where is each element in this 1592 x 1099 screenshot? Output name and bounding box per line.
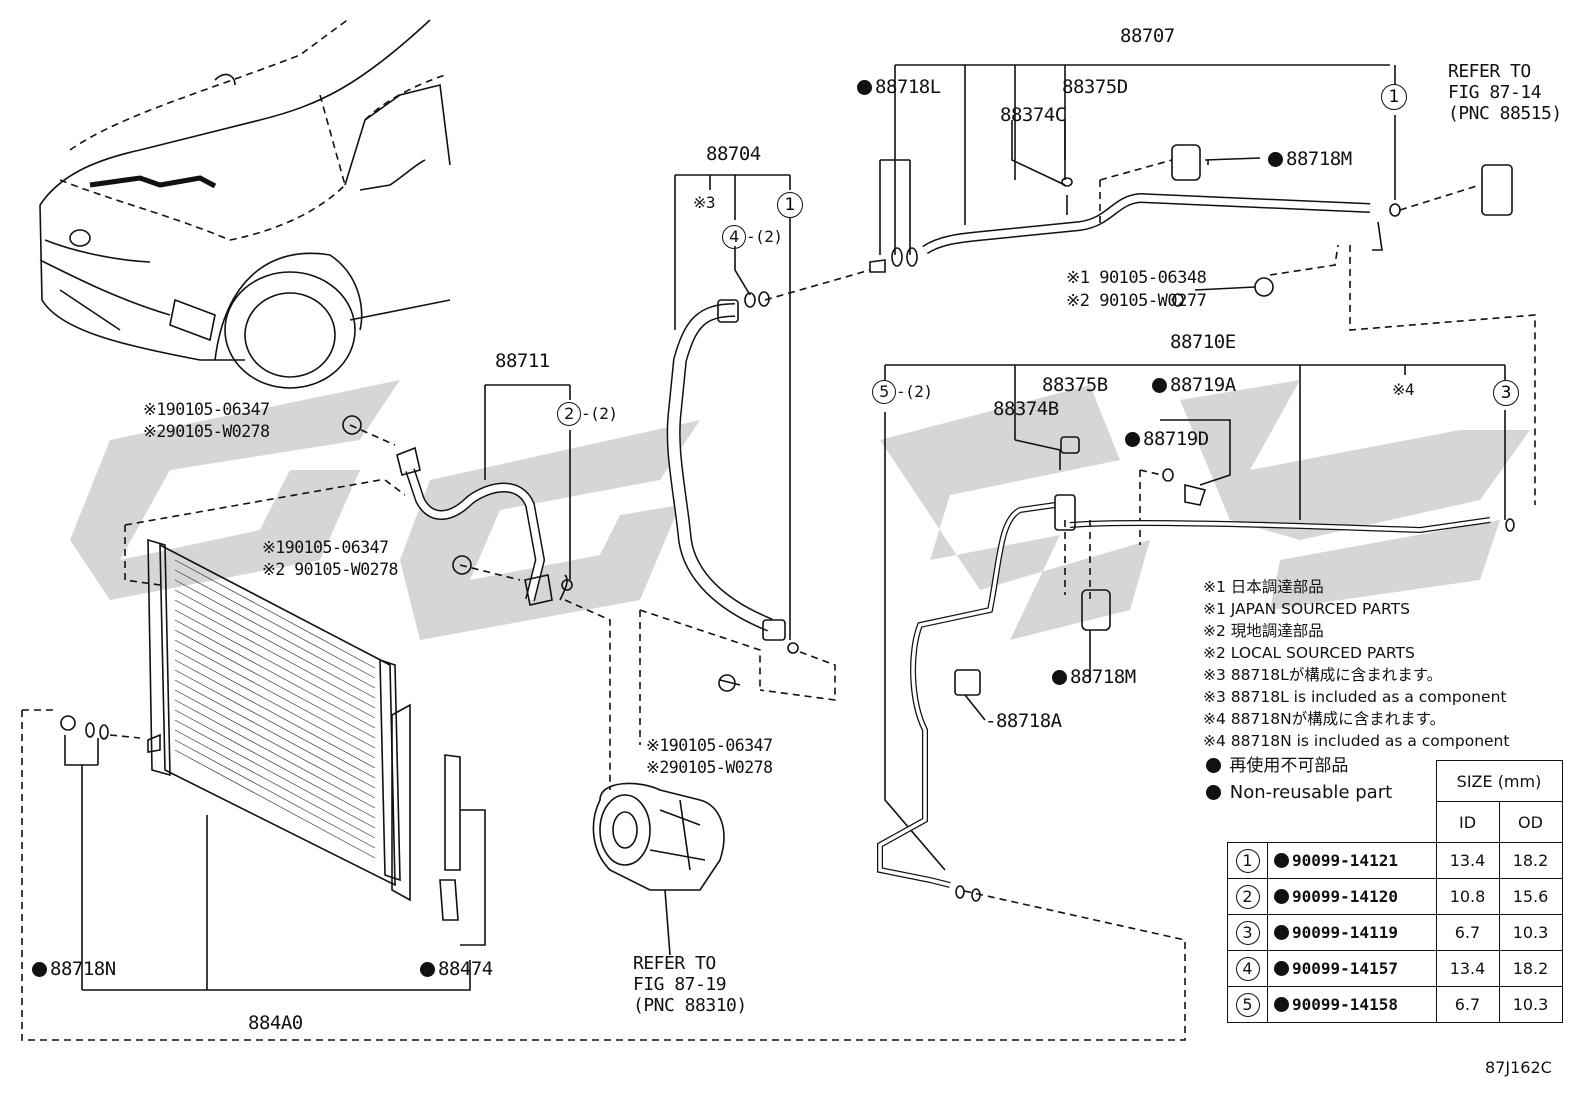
non-reusable-dot-icon [1274,853,1289,868]
bolt-90105-06347-b[interactable]: ※190105-06347 [262,538,389,557]
table-row[interactable]: 4 90099-14157 13.4 18.2 [1227,950,1563,987]
part-88719D-label[interactable]: 88719D [1125,430,1209,449]
table-row[interactable]: 2 90099-14120 10.8 15.6 [1227,878,1563,915]
bolt-90105-06347-c[interactable]: ※190105-06347 [646,736,773,755]
ref-fig-87-14-line1: REFER TO [1448,61,1531,82]
legend-en: Non-reusable part [1206,784,1392,802]
note-line: ※1 JAPAN SOURCED PARTS [1203,600,1410,618]
non-reusable-dot-icon [1274,889,1289,904]
non-reusable-dot-icon [1206,758,1221,773]
diagram-id: 87J162C [1485,1058,1552,1077]
bracket-88711 [484,384,571,580]
part-88718M-mid-label[interactable]: 88718M [1052,668,1136,687]
note-line: ※3 88718L is included as a component [1203,688,1507,706]
note-mark-4: ※4 [1392,380,1415,399]
part-88718N-label[interactable]: 88718N [32,960,116,979]
table-row[interactable]: 1 90099-14121 13.4 18.2 [1227,842,1563,879]
table-row[interactable]: 5 90099-14158 6.7 10.3 [1227,986,1563,1023]
non-reusable-dot-icon [1206,785,1221,800]
non-reusable-dot-icon [1052,670,1067,685]
part-88718M-top-label[interactable]: 88718M [1268,150,1352,169]
seal-ref-2-icon: 2 [557,402,581,426]
part-88374B-label[interactable]: 88374B [993,398,1059,420]
seal-ref-5-qty: 5-(2) [872,380,933,404]
bracket-88707 [894,64,1396,225]
bracket-88710E [884,364,1506,520]
note-line: ※4 88718Nが構成に含まれます。 [1203,710,1446,728]
compressor-sketch [592,782,725,956]
seal-ref-5-icon: 5 [1235,992,1260,1017]
legend-jp: 再使用不可部品 [1206,758,1348,775]
watermark-logo [70,380,1530,640]
part-88375B-label[interactable]: 88375B [1042,374,1108,396]
seal-ref-4-icon: 4 [1235,956,1260,981]
non-reusable-dot-icon [32,962,47,977]
bolt-90105-W0277[interactable]: ※2 90105-W0277 [1066,291,1207,311]
seal-ref-5-icon: 5 [872,380,896,404]
non-reusable-dot-icon [1274,997,1289,1012]
part-88711-label[interactable]: 88711 [495,350,550,372]
part-88474-label[interactable]: 88474 [420,960,493,979]
ref-fig-87-19-line2: FIG 87-19 [633,974,727,995]
vehicle-sketch [39,17,451,389]
seal-ref-2-qty: 2-(2) [557,402,618,426]
id-header: ID [1435,801,1500,843]
ref-fig-87-14-line3: (PNC 88515) [1448,103,1562,124]
bracket-88704 [674,174,791,640]
non-reusable-dot-icon [857,80,872,95]
bolt-90105-W0278-c[interactable]: ※290105-W0278 [646,758,773,777]
note-line: ※2 現地調達部品 [1203,622,1324,640]
ref-fig-87-14-line2: FIG 87-14 [1448,82,1542,103]
part-88707-label[interactable]: 88707 [1120,25,1175,47]
non-reusable-dot-icon [1125,432,1140,447]
size-header: SIZE (mm) [1435,760,1563,802]
od-header: OD [1498,801,1563,843]
non-reusable-dot-icon [420,962,435,977]
seal-ref-1-icon: 1 [1381,84,1407,110]
note-line: ※3 88718Lが構成に含まれます。 [1203,666,1443,684]
seal-ref-4-icon: 4 [722,225,746,249]
part-884A0-label[interactable]: 884A0 [248,1012,303,1034]
part-88718L-label[interactable]: 88718L [857,78,941,97]
seal-ref-3-icon: 3 [1235,920,1260,945]
o-ring-size-table: SIZE (mm) ID OD 1 90099-14121 13.4 18.2 … [1227,760,1563,1023]
seal-ref-3-icon: 3 [1493,380,1519,406]
part-88719A-label[interactable]: 88719A [1152,376,1236,395]
ref-fig-87-19-line1: REFER TO [633,953,716,974]
non-reusable-dot-icon [1274,925,1289,940]
note-mark-3: ※3 [693,193,716,212]
part-88374C-label[interactable]: 88374C [1000,104,1066,126]
bolt-90105-W0278-a[interactable]: ※290105-W0278 [143,422,270,441]
non-reusable-dot-icon [1152,378,1167,393]
seal-ref-2-icon: 2 [1235,884,1260,909]
non-reusable-dot-icon [1274,961,1289,976]
condenser-drawing [147,538,411,902]
note-line: ※2 LOCAL SOURCED PARTS [1203,644,1415,662]
ref-fig-87-19-line3: (PNC 88310) [633,995,747,1016]
table-row[interactable]: 3 90099-14119 6.7 10.3 [1227,914,1563,951]
seal-ref-4-qty: 4-(2) [722,225,783,249]
part-88718A-label[interactable]: -88718A [985,710,1062,732]
bolt-90105-06347-a[interactable]: ※190105-06347 [143,400,270,419]
seal-ref-1-icon: 1 [777,192,803,218]
non-reusable-dot-icon [1268,152,1283,167]
note-line: ※1 日本調達部品 [1203,578,1324,596]
part-88704-label[interactable]: 88704 [706,143,761,165]
note-line: ※4 88718N is included as a component [1203,732,1510,750]
bolt-90105-06348[interactable]: ※1 90105-06348 [1066,268,1207,288]
part-88710E-label[interactable]: 88710E [1170,331,1236,353]
seal-ref-1-icon: 1 [1235,848,1260,873]
part-88375D-label[interactable]: 88375D [1062,76,1128,98]
bolt-90105-W0278-b[interactable]: ※2 90105-W0278 [262,560,398,579]
